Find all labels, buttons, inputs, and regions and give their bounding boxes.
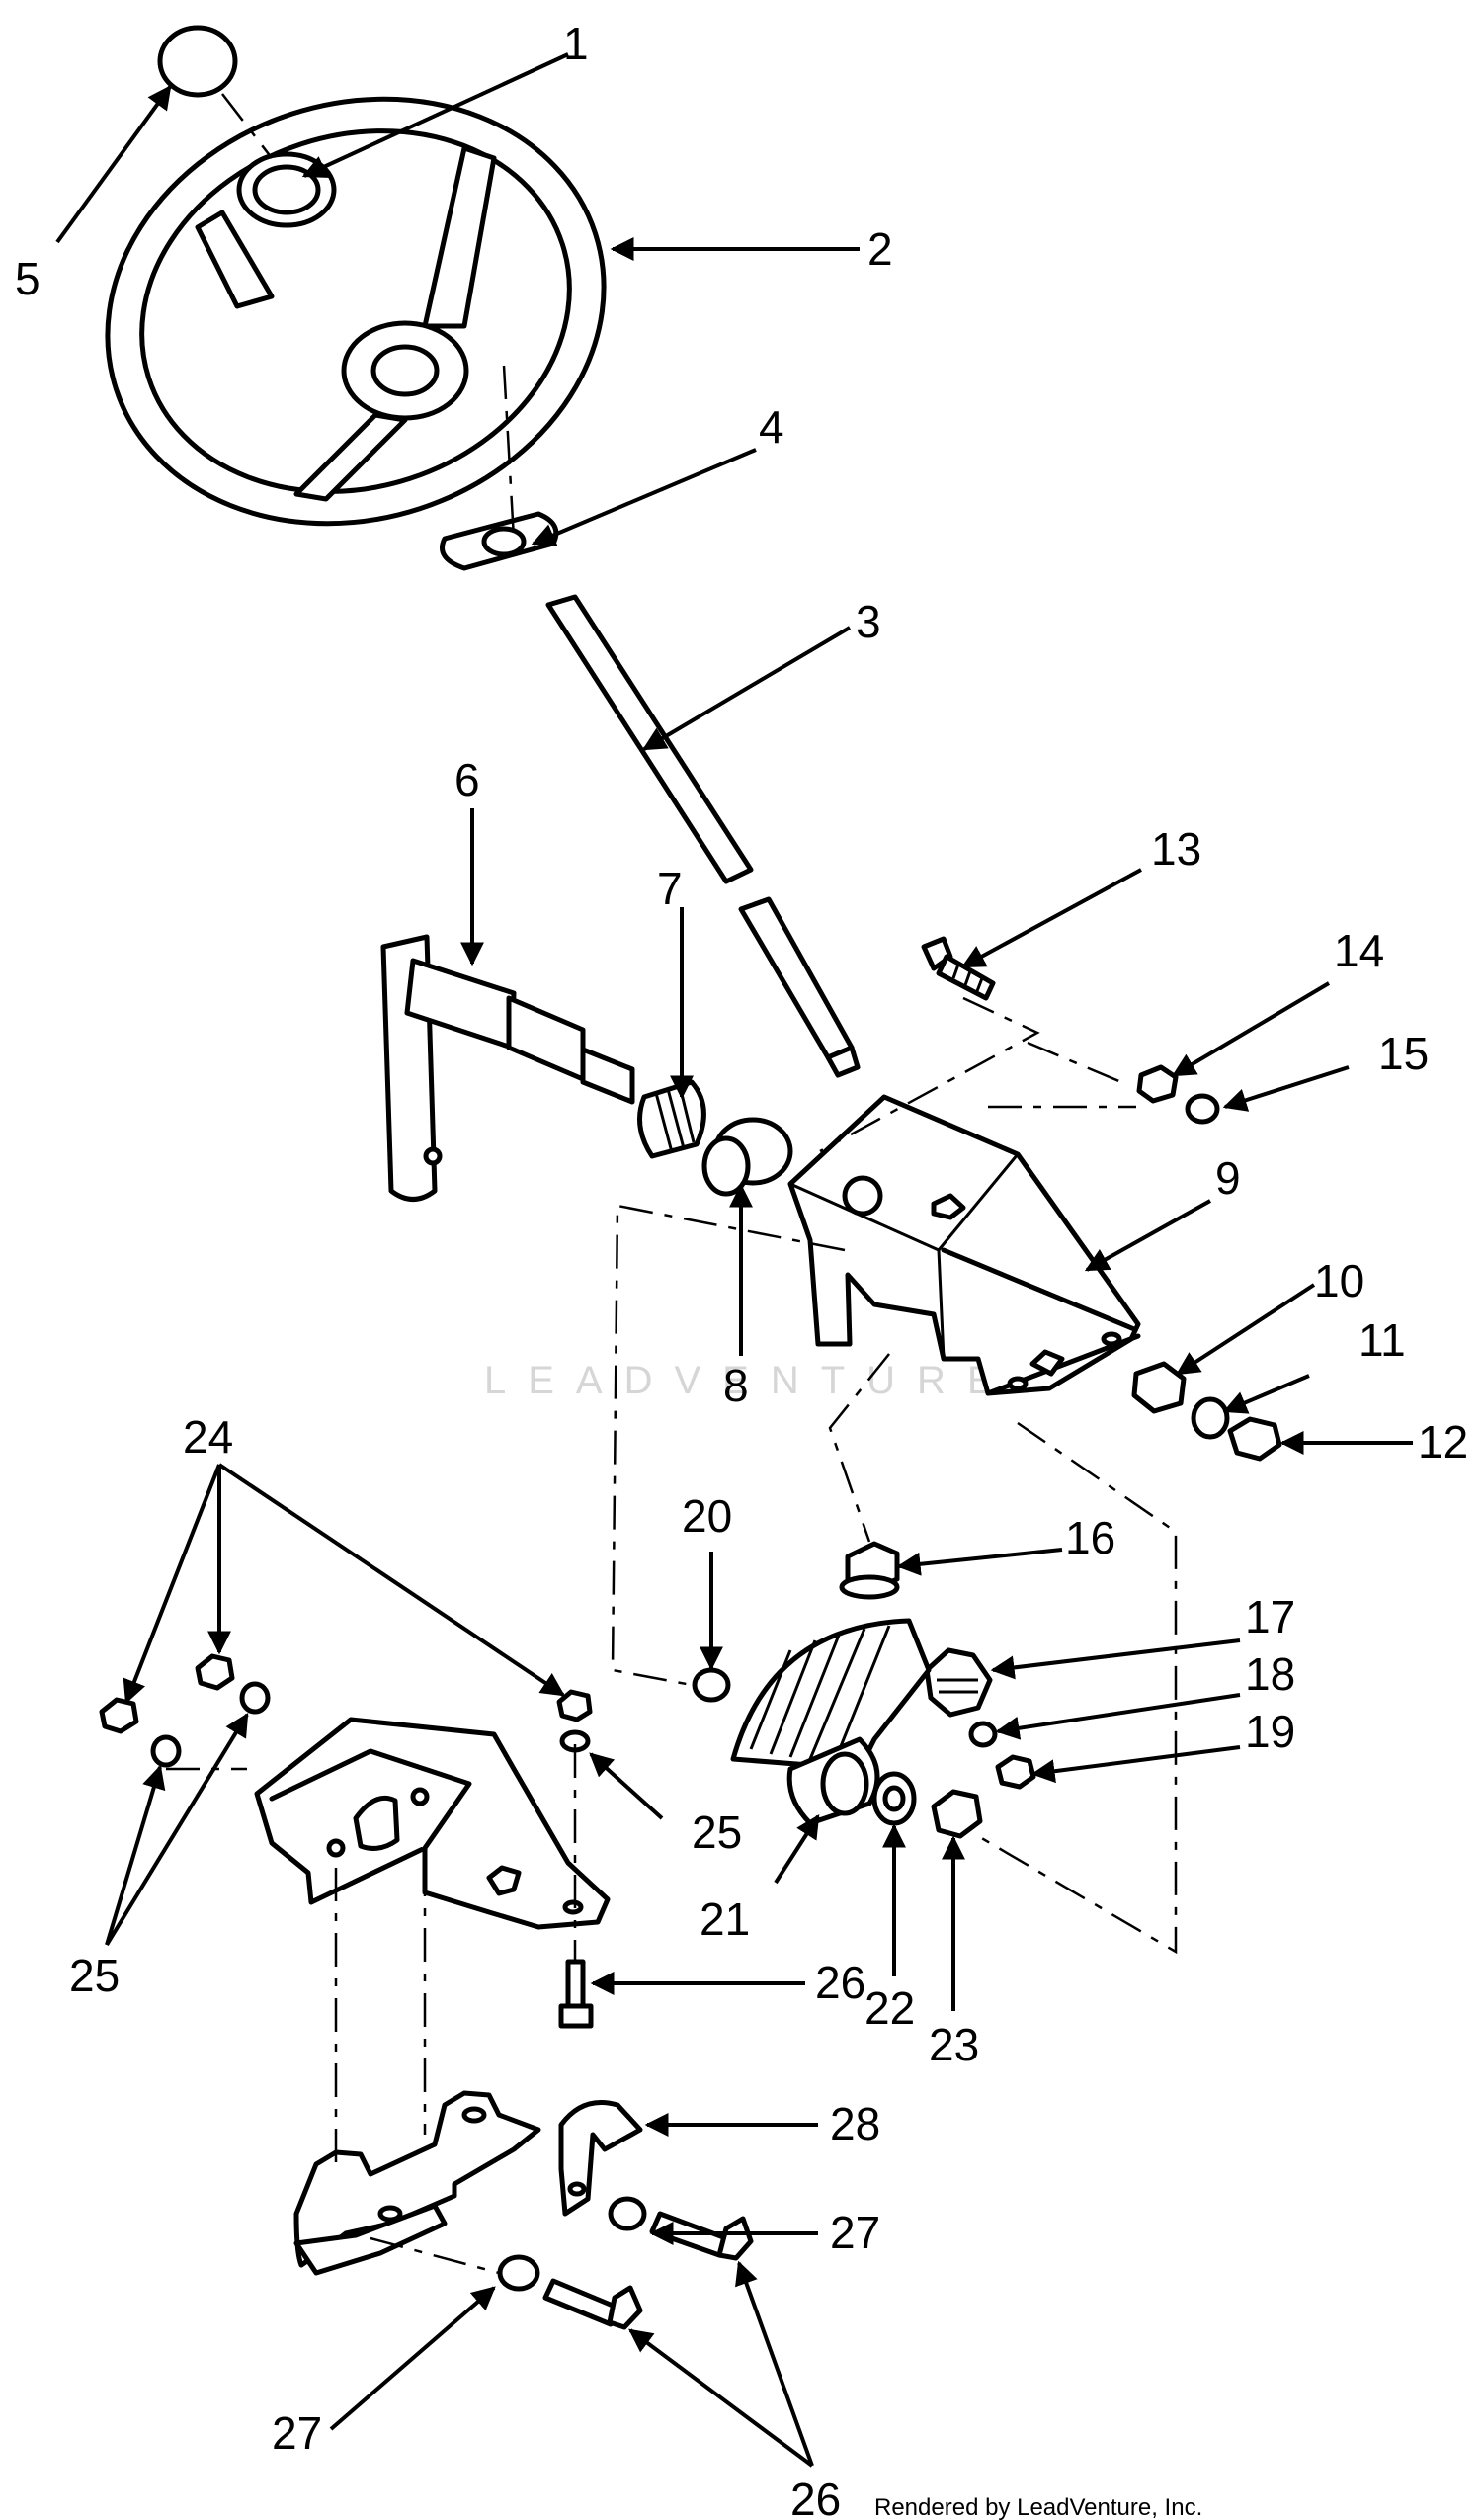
gear-nut xyxy=(931,1789,983,1839)
callout-13: 13 xyxy=(1151,823,1201,875)
flat-washer xyxy=(1191,1396,1230,1440)
nut-mid xyxy=(195,1653,235,1691)
steering-bracket xyxy=(787,1094,1141,1396)
support-bracket xyxy=(254,1717,611,1930)
callout-12: 12 xyxy=(1418,1416,1468,1468)
callout-19: 19 xyxy=(1245,1706,1295,1757)
callout-22: 22 xyxy=(864,1982,915,2034)
footer-credit: Rendered by LeadVenture, Inc. xyxy=(874,2494,1202,2520)
callout-27-left: 27 xyxy=(272,2407,322,2459)
callout-27-right: 27 xyxy=(830,2207,880,2258)
callout-16: 16 xyxy=(1065,1512,1115,1563)
callout-6: 6 xyxy=(454,754,480,805)
callout-25-right: 25 xyxy=(692,1806,742,1858)
bushing xyxy=(701,1117,793,1197)
center-medallion xyxy=(157,25,238,98)
steering-wheel xyxy=(105,96,607,527)
callout-5: 5 xyxy=(15,253,41,304)
washer-lower-left xyxy=(497,2254,540,2292)
pinion-bolt xyxy=(839,1541,900,1600)
nut-left xyxy=(99,1697,139,1734)
lower-bracket xyxy=(293,2090,541,2276)
flange-nut xyxy=(1131,1361,1187,1414)
callout-23: 23 xyxy=(929,2019,979,2070)
callout-4: 4 xyxy=(759,401,784,453)
assembly-lines xyxy=(166,93,1178,2275)
lock-nut xyxy=(1136,1064,1179,1104)
horn-cap xyxy=(236,151,337,228)
sector-gear xyxy=(730,1618,932,1826)
u-clamp xyxy=(558,2100,643,2217)
washer-left xyxy=(150,1734,182,1768)
steering-spindle xyxy=(380,934,635,1202)
callout-25-left: 25 xyxy=(69,1950,120,2001)
watermark: LEADVENTURE xyxy=(484,1359,1016,1402)
callout-17: 17 xyxy=(1245,1591,1295,1642)
compression-spring xyxy=(637,1079,706,1159)
bracket-bolt xyxy=(558,1959,594,2029)
bolt-lower-left xyxy=(542,2278,643,2330)
callout-18: 18 xyxy=(1245,1648,1295,1700)
washer-mid xyxy=(239,1681,271,1715)
hex-nut xyxy=(1227,1416,1282,1462)
steering-shaft xyxy=(545,594,861,1078)
callout-24: 24 xyxy=(183,1411,233,1463)
callout-26-lower: 26 xyxy=(790,2474,841,2520)
callout-14: 14 xyxy=(1334,925,1384,976)
callout-20: 20 xyxy=(682,1490,732,1542)
callout-26-upper: 26 xyxy=(815,1957,865,2008)
callout-9: 9 xyxy=(1215,1152,1241,1204)
callout-10: 10 xyxy=(1314,1255,1364,1306)
nut-right xyxy=(556,1689,593,1722)
callout-21: 21 xyxy=(700,1893,750,1945)
callout-7: 7 xyxy=(657,863,683,914)
bolt-lower-right xyxy=(649,2211,754,2261)
callout-labels: 1 2 3 4 5 6 7 8 9 10 11 12 13 14 15 16 1… xyxy=(15,18,1468,2520)
callout-2: 2 xyxy=(867,223,893,275)
callout-15: 15 xyxy=(1378,1028,1429,1079)
callout-1: 1 xyxy=(563,18,589,69)
hex-bolt xyxy=(921,936,996,1001)
callout-3: 3 xyxy=(856,596,881,647)
callout-11: 11 xyxy=(1358,1314,1406,1366)
callout-8: 8 xyxy=(723,1360,749,1411)
callout-28: 28 xyxy=(830,2098,880,2149)
gear-washer xyxy=(871,1771,917,1826)
retaining-ring xyxy=(692,1667,731,1703)
leader-arrows xyxy=(55,52,1413,2468)
pinion-gear xyxy=(924,1647,993,1718)
small-nut xyxy=(995,1754,1036,1790)
washer-lower-right xyxy=(608,2196,647,2231)
small-washer xyxy=(968,1721,998,1748)
hub-cap xyxy=(1185,1093,1220,1125)
